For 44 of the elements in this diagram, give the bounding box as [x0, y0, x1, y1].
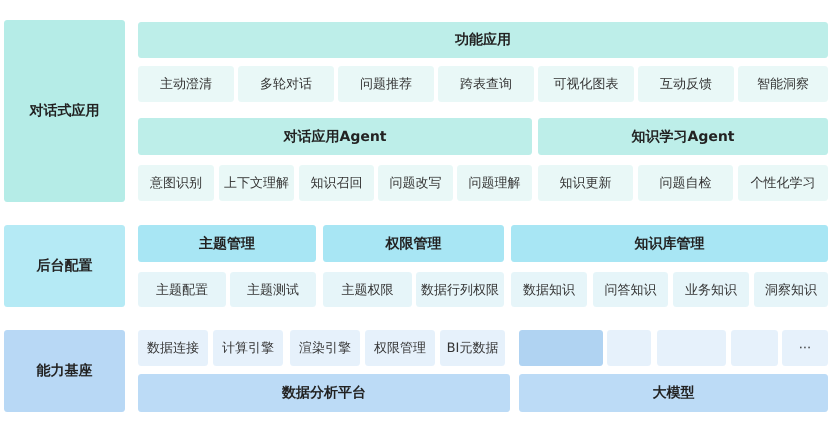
header-box: 功能应用 — [138, 22, 828, 58]
item-box: 渲染引擎 — [290, 330, 360, 366]
header-box: 大模型 — [519, 374, 828, 412]
item-box: 智能洞察 — [738, 66, 828, 102]
blank-box — [519, 330, 603, 366]
header-box: 知识库管理 — [511, 225, 828, 262]
header-box: 对话应用Agent — [138, 118, 532, 155]
item-box: 数据行列权限 — [416, 272, 504, 307]
item-box: 问题理解 — [457, 165, 532, 201]
item-box: 问答知识 — [593, 272, 668, 307]
blank-box — [657, 330, 726, 366]
item-box: 知识更新 — [538, 165, 633, 201]
item-box: 问题自检 — [638, 165, 733, 201]
category-box: 后台配置 — [4, 225, 125, 307]
header-box: 知识学习Agent — [538, 118, 828, 155]
item-box: 主题配置 — [138, 272, 226, 307]
item-box: 洞察知识 — [754, 272, 828, 307]
item-box: 数据知识 — [511, 272, 587, 307]
item-box: 问题推荐 — [338, 66, 434, 102]
blank-box — [607, 330, 651, 366]
header-box: 数据分析平台 — [138, 374, 510, 412]
category-box: 对话式应用 — [4, 20, 125, 202]
item-box: BI元数据 — [440, 330, 505, 366]
item-box: 知识召回 — [299, 165, 374, 201]
item-box: 意图识别 — [138, 165, 214, 201]
item-box: 多轮对话 — [238, 66, 334, 102]
item-box: ··· — [782, 330, 828, 366]
item-box: 数据连接 — [138, 330, 208, 366]
item-box: 业务知识 — [673, 272, 749, 307]
item-box: 主题测试 — [230, 272, 316, 307]
header-box: 权限管理 — [323, 225, 504, 262]
item-box: 权限管理 — [365, 330, 435, 366]
header-box: 主题管理 — [138, 225, 316, 262]
item-box: 个性化学习 — [738, 165, 828, 201]
item-box: 跨表查询 — [438, 66, 534, 102]
item-box: 主动澄清 — [138, 66, 234, 102]
item-box: 计算引擎 — [213, 330, 283, 366]
item-box: 问题改写 — [378, 165, 453, 201]
category-box: 能力基座 — [4, 330, 125, 412]
item-box: 互动反馈 — [638, 66, 734, 102]
item-box: 上下文理解 — [219, 165, 294, 201]
blank-box — [731, 330, 778, 366]
item-box: 主题权限 — [323, 272, 412, 307]
item-box: 可视化图表 — [538, 66, 634, 102]
